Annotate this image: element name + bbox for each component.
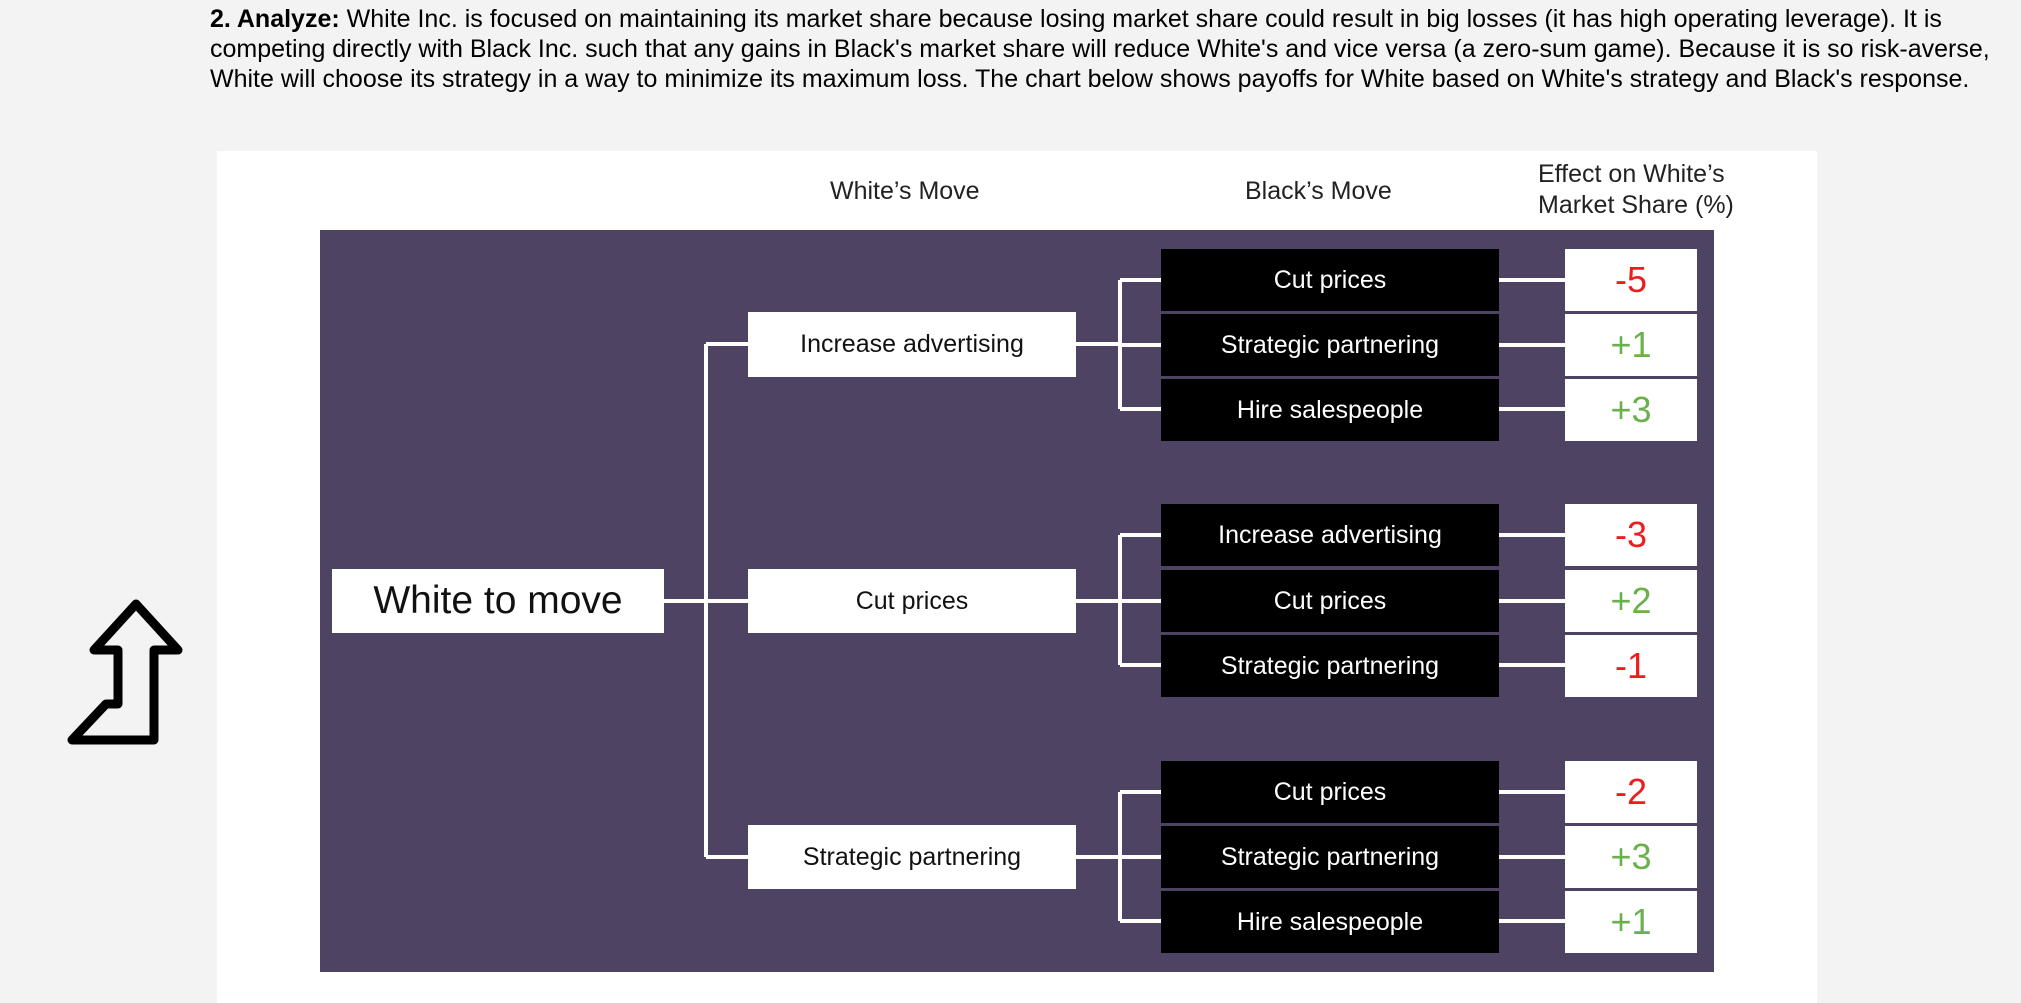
white-move-1: Increase advertising — [748, 312, 1076, 377]
black-move-1-3: Hire salespeople — [1161, 379, 1499, 441]
root-node: White to move — [332, 569, 664, 633]
analyze-label: 2. Analyze: — [210, 5, 340, 33]
header-effect-line1: Effect on White’s — [1538, 160, 1725, 188]
payoff-1-3: +3 — [1565, 379, 1697, 441]
black-move-2-1: Increase advertising — [1161, 504, 1499, 566]
white-move-2: Cut prices — [748, 569, 1076, 633]
header-effect-line2: Market Share (%) — [1538, 191, 1734, 219]
black-move-3-1: Cut prices — [1161, 761, 1499, 823]
black-move-3-3: Hire salespeople — [1161, 891, 1499, 953]
analyze-text: White Inc. is focused on maintaining its… — [210, 5, 1990, 93]
black-move-3-2: Strategic partnering — [1161, 826, 1499, 888]
up-turn-arrow-icon — [67, 599, 183, 745]
payoff-3-1: -2 — [1565, 761, 1697, 823]
header-white-move: White’s Move — [830, 177, 980, 205]
payoff-2-2: +2 — [1565, 570, 1697, 632]
analyze-paragraph: 2. Analyze: White Inc. is focused on mai… — [210, 4, 1990, 94]
header-black-move: Black’s Move — [1245, 177, 1392, 205]
black-move-1-1: Cut prices — [1161, 249, 1499, 311]
payoff-2-1: -3 — [1565, 504, 1697, 566]
payoff-1-2: +1 — [1565, 314, 1697, 376]
black-move-2-2: Cut prices — [1161, 570, 1499, 632]
black-move-2-3: Strategic partnering — [1161, 635, 1499, 697]
white-move-3: Strategic partnering — [748, 825, 1076, 889]
payoff-2-3: -1 — [1565, 635, 1697, 697]
payoff-1-1: -5 — [1565, 249, 1697, 311]
payoff-3-3: +1 — [1565, 891, 1697, 953]
black-move-1-2: Strategic partnering — [1161, 314, 1499, 376]
payoff-3-2: +3 — [1565, 826, 1697, 888]
